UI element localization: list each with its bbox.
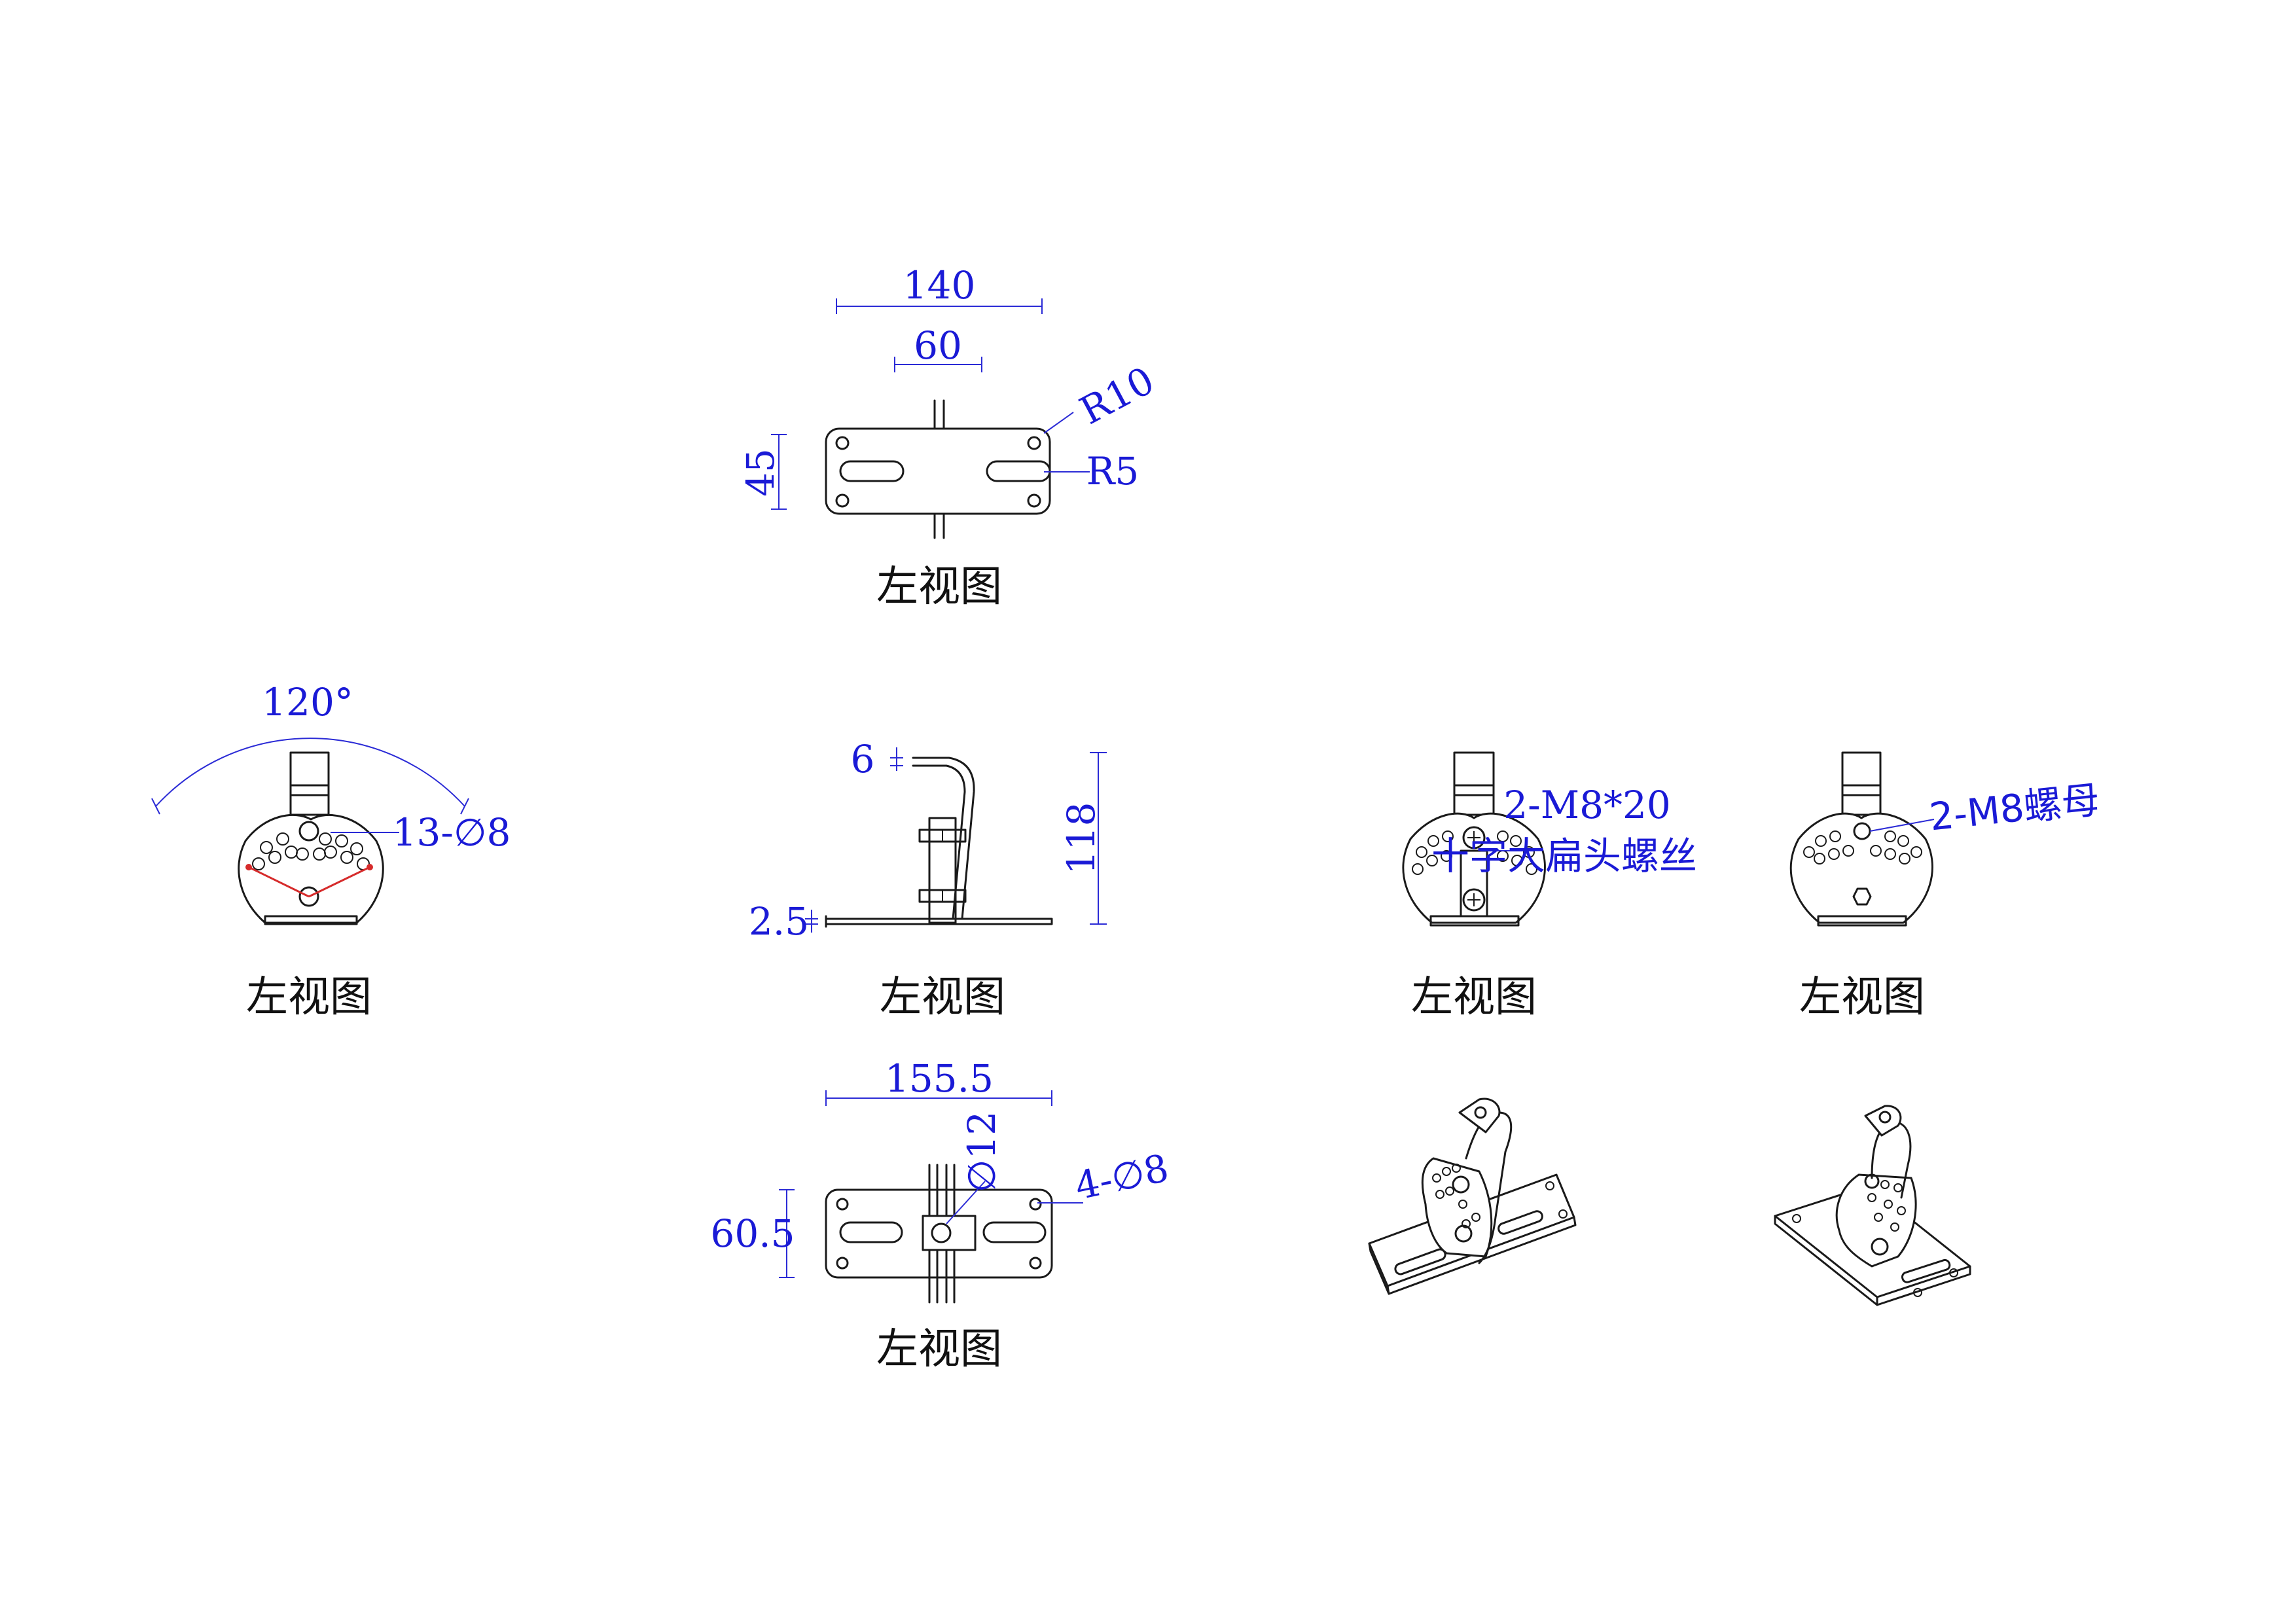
top-view-caption: 左视图	[876, 563, 1002, 611]
bottom-dim-pivot-label: ∅12	[960, 1111, 1004, 1192]
top-view-dim-width: 45	[738, 434, 787, 510]
profile-dim-hook: 6	[851, 737, 903, 781]
angle-dim-label: 120°	[262, 680, 353, 724]
profile-fan-plate	[928, 817, 957, 924]
side-profile-view: 6 118 2.5 左视图	[749, 737, 1107, 1022]
bottom-dim-width-label: 60.5	[710, 1211, 795, 1256]
screw-note-line1: 2-M8*20	[1503, 783, 1671, 827]
fan-plate-post	[289, 751, 330, 816]
bottom-view-caption: 左视图	[876, 1325, 1002, 1374]
screw-view-post	[1453, 751, 1495, 816]
profile-dim-hook-label: 6	[851, 737, 875, 781]
hole-count-leader: 13-∅8	[331, 810, 511, 855]
nut-leader	[1869, 819, 1935, 832]
side-angle-view: 120° 13-∅8 左视图	[151, 680, 511, 1022]
side-profile-caption: 左视图	[880, 973, 1005, 1022]
profile-bracket	[912, 757, 975, 920]
profile-bolts	[918, 829, 967, 903]
top-dim-r10-label: R10	[1073, 358, 1162, 433]
bottom-view-plate	[825, 1164, 1053, 1304]
profile-dim-height: 118	[1059, 752, 1107, 925]
nut-view-fan-plate	[1789, 812, 1933, 924]
profile-dim-thickness: 2.5	[749, 899, 818, 944]
profile-base-plate	[825, 915, 1053, 928]
nut-view-base	[1817, 915, 1907, 927]
fan-construction-lines	[245, 864, 373, 898]
top-view-plate	[825, 399, 1051, 539]
top-dim-r5-label: R5	[1086, 449, 1139, 493]
bottom-dim-holes-label: 4-∅8	[1071, 1145, 1172, 1208]
top-view: 140 60 45 R10 R5 左视图	[738, 263, 1161, 611]
bottom-view-dim-length: 155.5	[825, 1056, 1052, 1106]
bottom-view-dim-holes: 4-∅8	[1037, 1145, 1172, 1209]
side-angle-caption: 左视图	[246, 973, 372, 1022]
top-view-dim-radius: R10 R5	[1043, 358, 1162, 493]
top-dim-slot-spacing-label: 60	[914, 323, 962, 368]
screw-view-caption: 左视图	[1411, 973, 1537, 1022]
screw-note-line2: 十字大扁头螺丝	[1431, 834, 1697, 878]
nut-view-caption: 左视图	[1799, 973, 1925, 1022]
top-dim-length-label: 140	[903, 263, 976, 308]
nut-view: 2-M8螺母 左视图	[1789, 751, 2102, 1022]
bottom-view-dim-pivot: ∅12	[946, 1111, 1004, 1224]
nut-note: 2-M8螺母	[1928, 777, 2102, 840]
screw-head-icon	[1462, 826, 1486, 912]
nut-view-post	[1841, 751, 1882, 816]
screw-view-holes	[1412, 830, 1537, 875]
bottom-dim-length-label: 155.5	[885, 1056, 994, 1101]
hole-count-label: 13-∅8	[393, 810, 511, 855]
isometric-view-left	[1368, 1097, 1577, 1295]
angle-dimension: 120°	[151, 680, 469, 815]
bottom-view-dim-width: 60.5	[710, 1189, 795, 1278]
nut-view-holes	[1803, 830, 1922, 865]
screw-view: 2-M8*20 十字大扁头螺丝 左视图	[1402, 751, 1697, 1022]
isometric-view-right	[1774, 1105, 1971, 1306]
top-view-dim-length: 140	[836, 263, 1043, 314]
bottom-view: 155.5 60.5 ∅12 4-∅8 左视图	[710, 1056, 1172, 1374]
profile-dim-thickness-label: 2.5	[749, 899, 809, 944]
profile-dim-height-label: 118	[1059, 802, 1103, 875]
top-view-dim-slot-spacing: 60	[894, 323, 982, 372]
fan-plate-hole-pattern	[252, 821, 370, 907]
fan-plate-base	[264, 915, 358, 925]
top-dim-width-label: 45	[738, 448, 783, 497]
